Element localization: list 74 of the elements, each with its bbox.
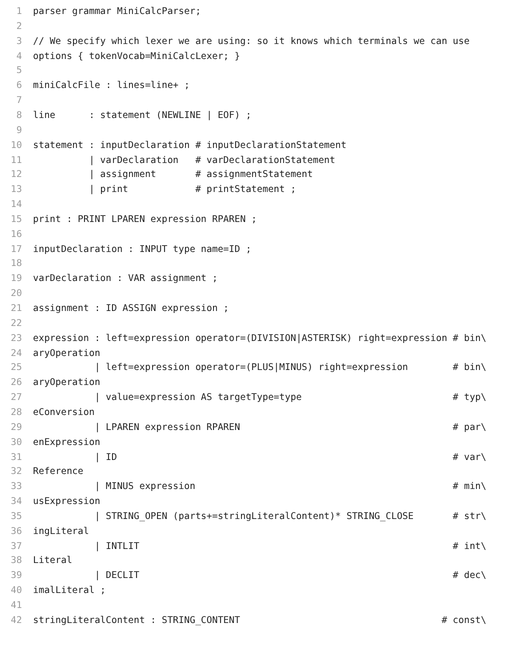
line-number: 36 (10, 526, 22, 538)
code-line: parser grammar MiniCalcParser; (33, 6, 201, 18)
line-number: 5 (15, 65, 22, 78)
code-line: | LPAREN expression RPAREN # par\ (94, 422, 486, 434)
code-line: // We specify which lexer we are using: so it knows which terminals we can use (33, 36, 470, 48)
code-line: | print # printStatement ; (88, 184, 296, 196)
code-line: inputDeclaration : INPUT type name=ID ; (33, 244, 252, 256)
code-line: | value=expression AS targetType=type # typ\ (94, 392, 486, 404)
code-line: Literal (33, 555, 72, 568)
line-number: 17 (10, 244, 22, 256)
line-number: 31 (10, 452, 22, 464)
line-number: 39 (10, 570, 22, 582)
code-line: varDeclaration : VAR assignment ; (33, 273, 218, 286)
line-number: 13 (10, 184, 22, 196)
code-line: | assignment # assignmentStatement (88, 169, 313, 182)
line-number: 11 (10, 154, 22, 166)
code-line: | DECLIT # dec\ (94, 570, 486, 582)
line-number: 37 (10, 540, 22, 553)
line-number: 6 (15, 80, 22, 92)
line-number: 8 (15, 110, 22, 122)
line-number: 28 (10, 406, 22, 419)
line-number: 42 (10, 614, 22, 627)
code-line: ingLiteral (33, 526, 89, 538)
line-number: 26 (10, 377, 22, 390)
line-number: 41 (10, 600, 22, 612)
line-number: 15 (10, 214, 22, 226)
code-line: expression : left=expression operator=(DIVISION|ASTERISK) right=expression # bin\ (33, 332, 486, 345)
code-line: | ID # var\ (94, 452, 486, 464)
code-line: miniCalcFile : lines=line+ ; (33, 80, 190, 92)
line-number: 27 (10, 392, 22, 404)
code-line: assignment : ID ASSIGN expression ; (33, 303, 229, 315)
code-line: Reference (33, 466, 84, 478)
code-line: | left=expression operator=(PLUS|MINUS) right=expression # bin\ (94, 362, 486, 374)
line-number: 14 (10, 199, 22, 212)
code-line: enExpression (33, 436, 100, 449)
line-number: 33 (10, 481, 22, 494)
line-number: 7 (15, 95, 22, 108)
line-number: 29 (10, 422, 22, 434)
line-number: 9 (15, 124, 22, 137)
code-line: aryOperation (33, 348, 100, 360)
line-number: 3 (15, 36, 22, 48)
code-line: statement : inputDeclaration # inputDeclarationStatement (33, 140, 346, 152)
line-number: 24 (10, 348, 22, 360)
code-line: eConversion (33, 406, 95, 419)
line-number: 38 (10, 555, 22, 568)
line-number: 25 (10, 362, 22, 374)
code-line: | STRING_OPEN (parts+=stringLiteralContent)* STRING_CLOSE # str\ (94, 510, 486, 523)
line-number: 40 (10, 585, 22, 598)
line-number: 30 (10, 436, 22, 449)
line-number: 22 (10, 318, 22, 330)
line-number: 16 (10, 228, 22, 241)
line-number: 18 (10, 258, 22, 270)
code-line: usExpression (33, 496, 100, 508)
code-line: options { tokenVocab=MiniCalcLexer; } (33, 50, 240, 63)
line-number: 4 (15, 50, 22, 63)
line-number: 34 (10, 496, 22, 508)
code-line: | MINUS expression # min\ (94, 481, 486, 494)
line-number: 1 (15, 6, 22, 18)
code-line: | INTLIT # int\ (94, 540, 486, 553)
line-number: 32 (10, 466, 22, 478)
code-line: | varDeclaration # varDeclarationStatement (88, 154, 336, 166)
code-line: print : PRINT LPAREN expression RPAREN ; (33, 214, 257, 226)
code-line: line : statement (NEWLINE | EOF) ; (33, 110, 252, 122)
line-number: 20 (10, 288, 22, 300)
code-line: imalLiteral ; (33, 585, 106, 598)
line-number: 23 (10, 332, 22, 345)
code-line: stringLiteralContent : STRING_CONTENT # const\ (33, 614, 486, 627)
line-number: 12 (10, 169, 22, 182)
line-number: 10 (10, 140, 22, 152)
line-number: 2 (15, 20, 22, 33)
line-number: 21 (10, 303, 22, 315)
line-number: 19 (10, 273, 22, 286)
code-line: aryOperation (33, 377, 100, 390)
line-number: 35 (10, 510, 22, 523)
